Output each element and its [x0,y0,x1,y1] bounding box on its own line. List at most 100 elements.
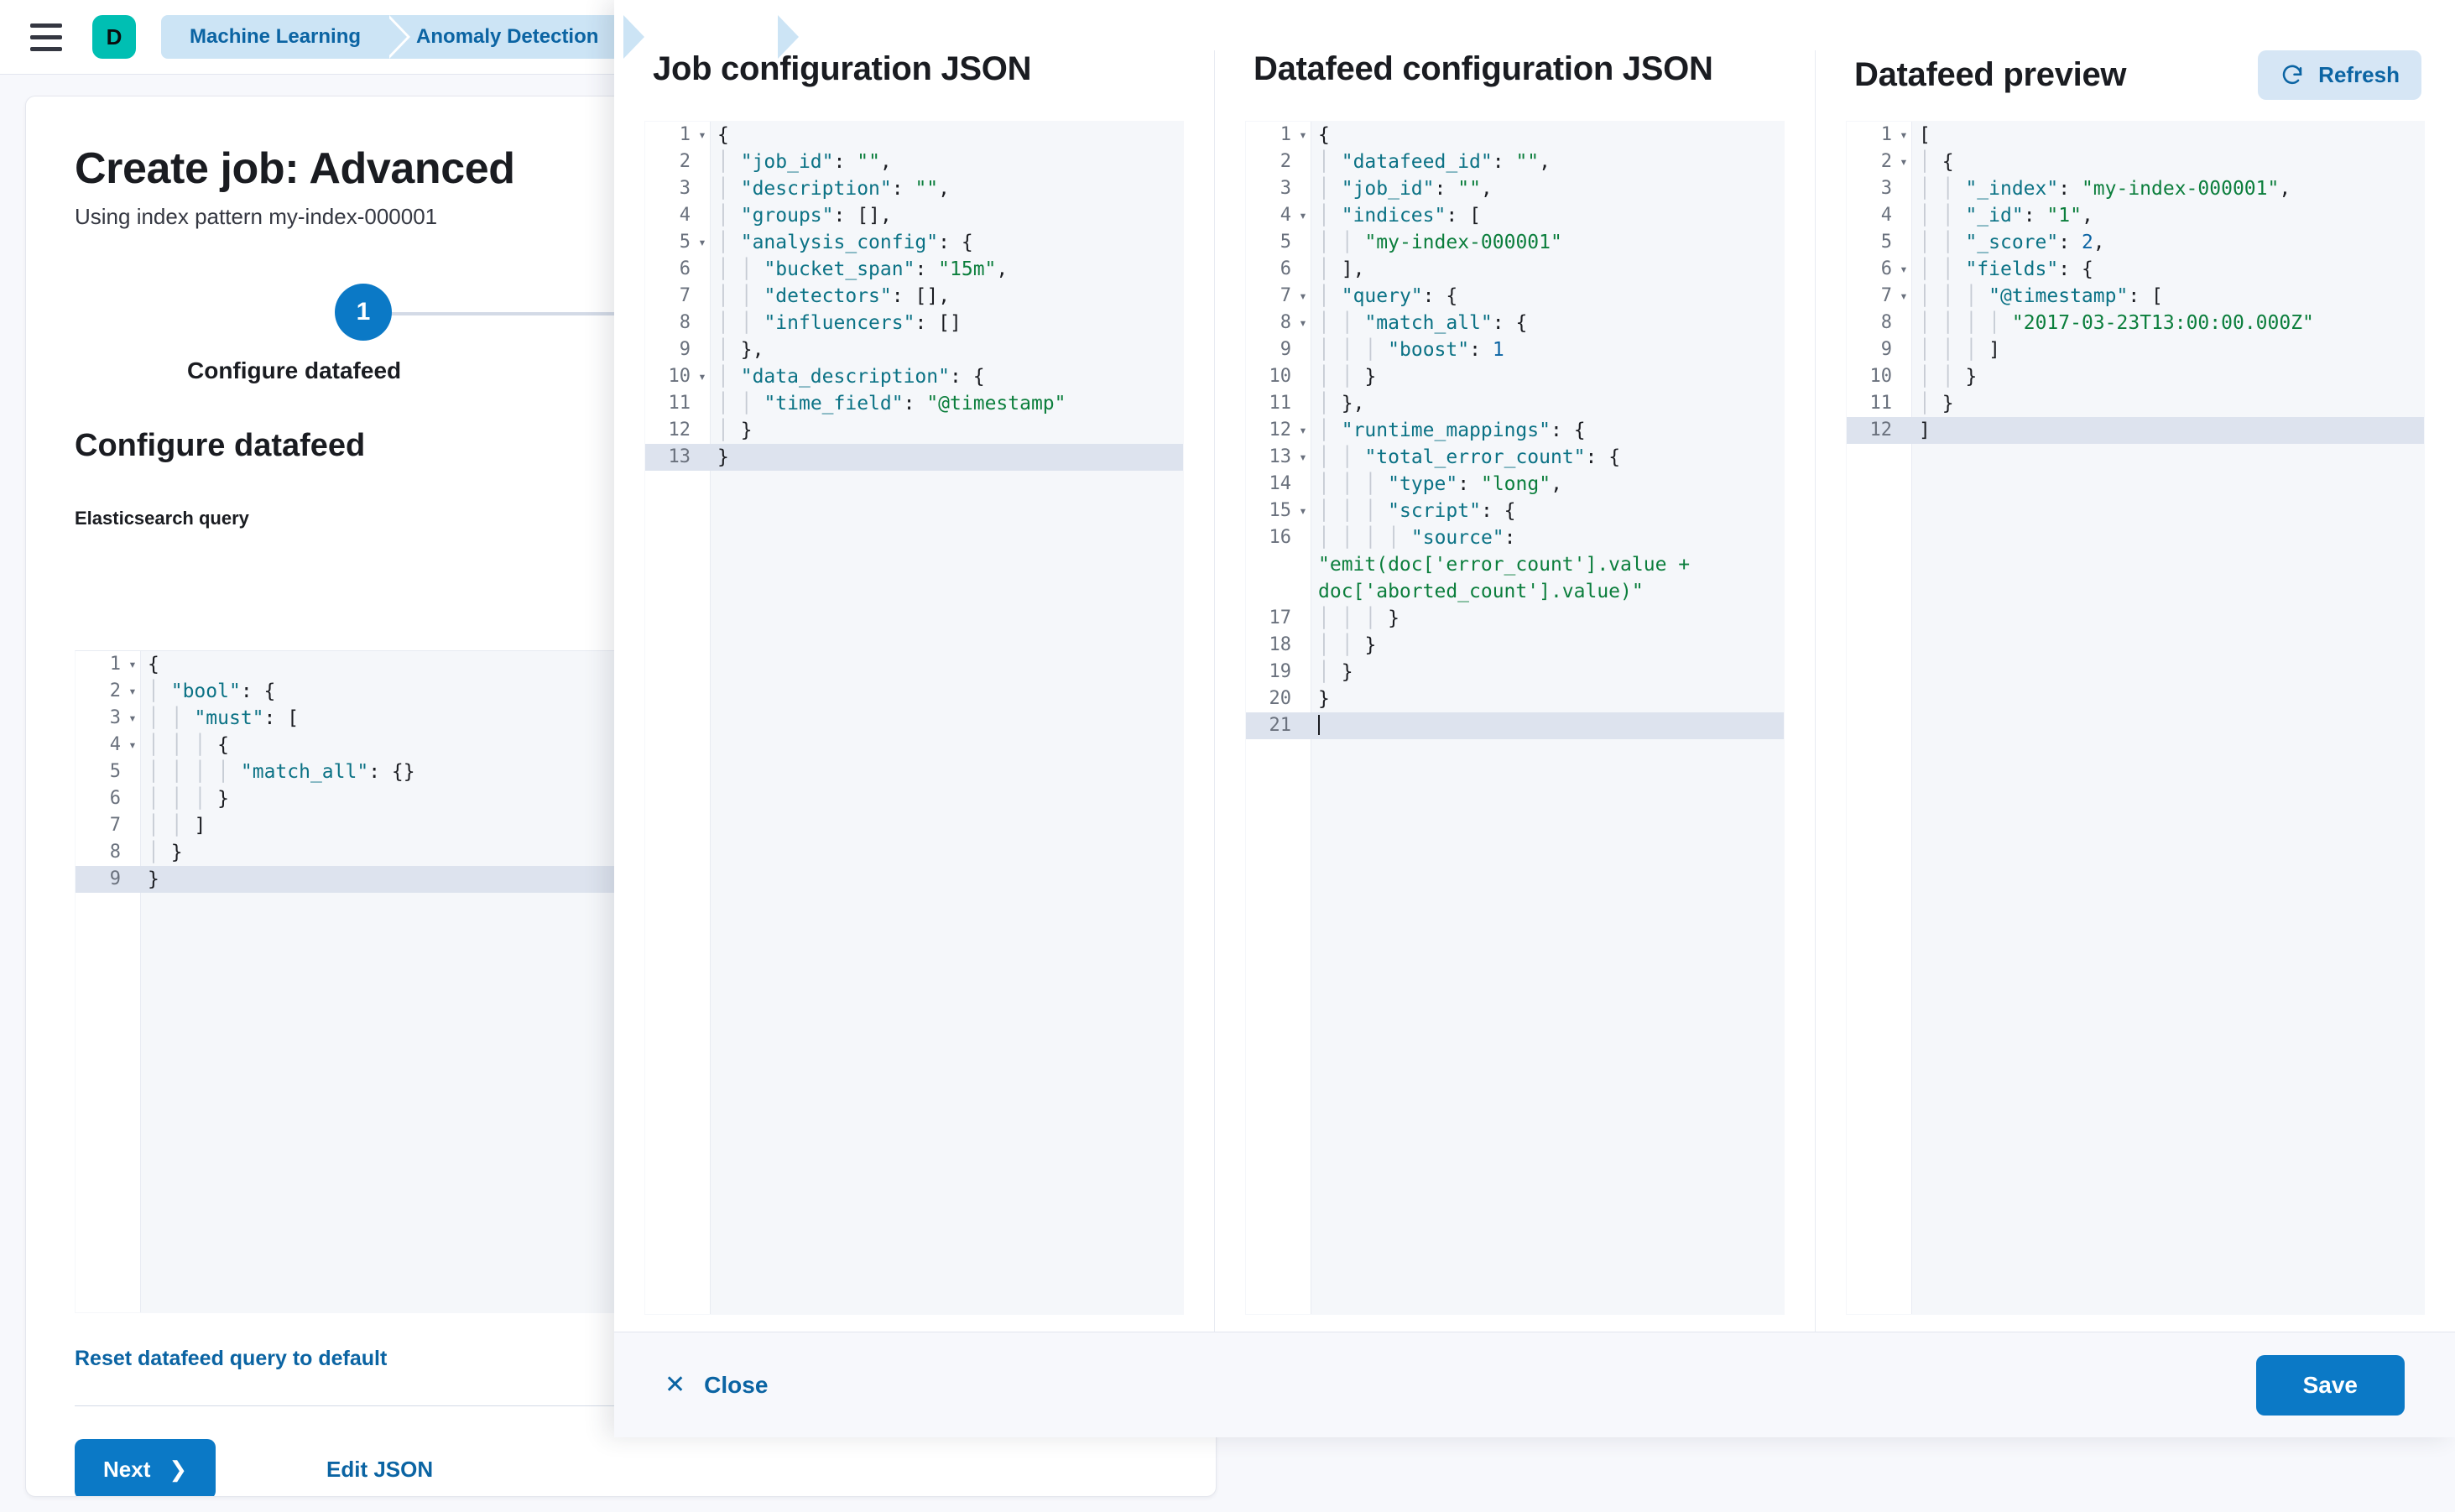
fold-toggle-icon[interactable]: ▾ [1900,154,1908,169]
fold-toggle-icon[interactable]: ▾ [128,683,137,699]
editor-line-number: 5 [1880,232,1892,253]
editor-line: 3│ "job_id": "", [1246,175,1784,202]
next-button-label: Next [103,1456,151,1482]
editor-line-number: 12 [668,420,691,441]
editor-line-number: 1 [679,124,691,145]
editor-line-number: 1 [1280,124,1291,145]
editor-line-number: 6 [679,258,691,279]
editor-line-code [1311,712,1320,739]
editor-line-number: 6 [1280,258,1291,279]
fold-toggle-icon[interactable]: ▾ [698,368,706,384]
editor-line-number: 5 [679,232,691,253]
datafeed-configuration-editor[interactable]: 1▾{2│ "datafeed_id": "",3│ "job_id": "",… [1245,121,1785,1315]
editor-line: 11│ │ "time_field": "@timestamp" [645,390,1183,417]
page-title: Create job: Advanced [75,144,515,193]
editor-line-code: │ │ } [1919,366,1978,388]
editor-line-code: │ │ "bucket_span": "15m", [717,258,1009,280]
editor-gutter [1847,122,1912,1314]
editor-line: 6│ ], [1246,256,1784,283]
editor-line-code: │ │ "_index": "my-index-000001", [1919,178,2291,200]
editor-line-code: │ "query": { [1318,285,1458,307]
fold-toggle-icon[interactable]: ▾ [128,656,137,672]
fold-toggle-icon[interactable]: ▾ [1900,261,1908,277]
editor-line-code: │ │ "_id": "1", [1919,205,2093,227]
fold-toggle-icon[interactable]: ▾ [698,127,706,143]
editor-line: 14│ │ │ "type": "long", [1246,471,1784,498]
fold-toggle-icon[interactable]: ▾ [1299,288,1307,304]
editor-line: 3▾│ │ "must": [ [76,705,1216,732]
editor-line-code: │ │ │ { [148,734,230,756]
editor-line: 8│ │ "influencers": [] [645,310,1183,336]
editor-line-code: │ │ │ │ "2017-03-23T13:00:00.000Z" [1919,312,2314,334]
edit-json-button[interactable]: Edit JSON [326,1456,434,1482]
editor-line-number: 1 [109,654,121,675]
job-configuration-editor[interactable]: 1▾{2│ "job_id": "",3│ "description": "",… [644,121,1184,1315]
editor-line-code: │ { [1919,151,1954,173]
fold-toggle-icon[interactable]: ▾ [128,710,137,726]
editor-line-number: 10 [1869,366,1893,387]
datafeed-preview-title: Datafeed preview [1854,56,2127,93]
next-button[interactable]: Next ❯ [75,1439,216,1496]
fold-toggle-icon[interactable]: ▾ [1299,127,1307,143]
advanced-configuration-flyout: Job configuration JSON 1▾{2│ "job_id": "… [614,0,2455,1437]
fold-toggle-icon[interactable]: ▾ [1900,127,1908,143]
editor-line-number: 3 [1880,178,1892,199]
editor-line-number: 3 [109,707,121,728]
editor-line: 7▾│ "query": { [1246,283,1784,310]
editor-line: 20} [1246,686,1784,712]
fold-toggle-icon[interactable]: ▾ [1299,422,1307,438]
editor-line-number: 17 [1269,607,1292,628]
editor-line-code: │ │ ] [148,815,206,837]
editor-line: 10▾│ "data_description": { [645,363,1183,390]
fold-toggle-icon[interactable]: ▾ [1299,207,1307,223]
editor-line: 5│ │ "_score": 2, [1847,229,2424,256]
editor-line-code: ] [1919,420,1931,441]
editor-line-number: 11 [1269,393,1292,414]
breadcrumb-item-anomaly-detection[interactable]: Anomaly Detection [386,15,649,59]
editor-line-code: │ │ │ ] [1919,339,2001,361]
editor-line-number: 7 [1880,285,1892,306]
datafeed-preview-editor[interactable]: 1▾[2▾│ {3│ │ "_index": "my-index-000001"… [1846,121,2425,1315]
editor-line: 21 [1246,712,1784,739]
close-button[interactable]: ✕ Close [665,1370,768,1400]
fold-toggle-icon[interactable]: ▾ [1299,503,1307,519]
fold-toggle-icon[interactable]: ▾ [1299,315,1307,331]
editor-line: 17│ │ │ } [1246,605,1784,632]
editor-line-number: 7 [109,815,121,836]
editor-line-number: 14 [1269,473,1292,494]
editor-line-code: │ │ │ │ "match_all": {} [148,761,415,783]
editor-line-number: 2 [679,151,691,172]
stepper-step-1[interactable]: 1 [335,284,392,341]
fold-toggle-icon[interactable]: ▾ [698,234,706,250]
editor-line: 11│ }, [1246,390,1784,417]
fold-toggle-icon[interactable]: ▾ [128,737,137,753]
flyout-footer: ✕ Close Save [614,1332,2455,1437]
fold-toggle-icon[interactable]: ▾ [1900,288,1908,304]
reset-datafeed-query-link[interactable]: Reset datafeed query to default [75,1347,388,1370]
editor-line-code: │ "runtime_mappings": { [1318,420,1586,441]
editor-line-number: 12 [1269,420,1292,441]
editor-line-number: 5 [1280,232,1291,253]
space-avatar[interactable]: D [92,15,136,59]
editor-line-number: 2 [1280,151,1291,172]
editor-line: 2▾│ "bool": { [76,678,1216,705]
editor-line: 7│ │ "detectors": [], [645,283,1183,310]
editor-line-code: │ │ "influencers": [] [717,312,962,334]
editor-line-code: │ │ "detectors": [], [717,285,951,307]
editor-line-code: │ } [717,420,753,441]
editor-line-number: 5 [109,761,121,782]
refresh-button[interactable]: Refresh [2258,50,2421,100]
editor-line-number: 3 [679,178,691,199]
breadcrumb-item-machine-learning[interactable]: Machine Learning [161,15,411,59]
close-icon: ✕ [665,1371,686,1399]
fold-toggle-icon[interactable]: ▾ [1299,449,1307,465]
save-button[interactable]: Save [2255,1354,2405,1416]
editor-line: 5│ │ "my-index-000001" [1246,229,1784,256]
editor-line-number: 9 [109,868,121,889]
hamburger-icon[interactable] [30,22,69,52]
editor-line: 4│ │ "_id": "1", [1847,202,2424,229]
editor-line-number: 6 [1880,258,1892,279]
editor-line-number: 8 [1280,312,1291,333]
editor-line-number: 10 [1269,366,1292,387]
editor-line-code: │ } [1318,661,1353,683]
